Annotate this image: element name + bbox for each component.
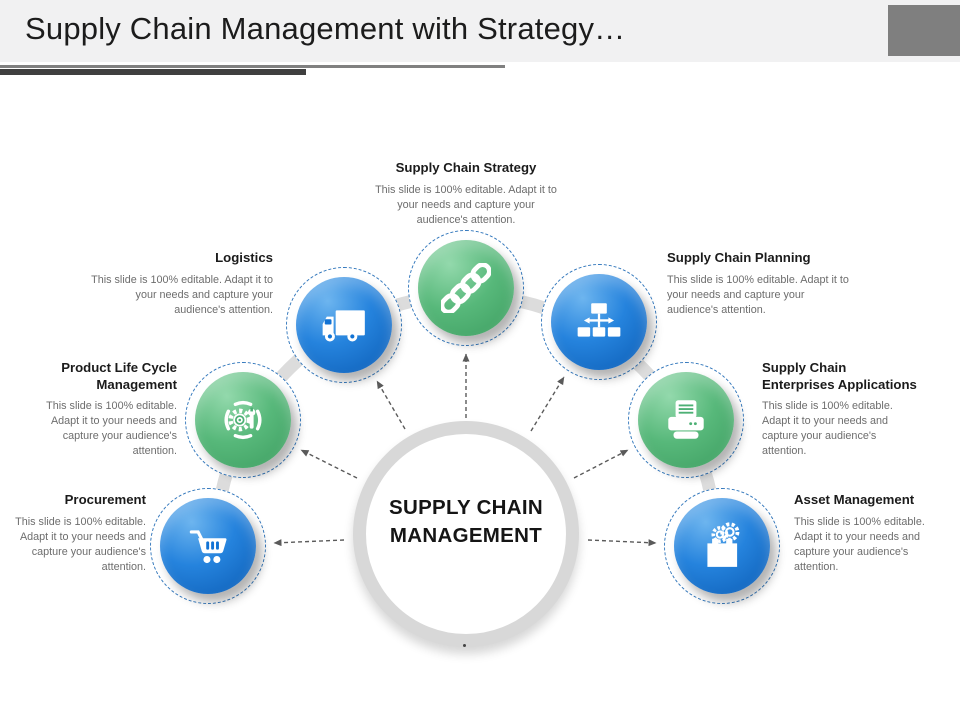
satellite-description: This slide is 100% editable. Adapt it to… xyxy=(375,183,557,226)
satellite-title: Product Life Cycle Management xyxy=(61,360,177,392)
asset-circle xyxy=(674,498,770,594)
satellite-title: Supply Chain Enterprises Applications xyxy=(762,360,917,392)
chain-icon xyxy=(441,263,491,313)
logistics-label-block: Logistics This slide is 100% editable. A… xyxy=(73,250,273,318)
header-band xyxy=(0,0,960,62)
arrow-to-plc xyxy=(300,449,358,479)
satellite-description: This slide is 100% editable. Adapt it to… xyxy=(794,515,925,573)
arrow-to-planning xyxy=(530,376,565,432)
plc-label-block: Product Life Cycle Management This slide… xyxy=(7,360,177,459)
logistics-circle xyxy=(296,277,392,373)
satellite-title: Procurement xyxy=(64,492,146,507)
gear-wrench-icon xyxy=(224,400,262,440)
accent-square xyxy=(888,5,960,56)
tiny-dot xyxy=(463,644,466,647)
arrow-to-procurement xyxy=(273,539,345,547)
plc-circle xyxy=(195,372,291,468)
planning-circle xyxy=(551,274,647,370)
arrow-to-asset xyxy=(587,539,657,547)
satellite-description: This slide is 100% editable. Adapt it to… xyxy=(762,400,893,458)
satellite-title: Supply Chain Strategy xyxy=(395,160,537,175)
satellite-description: This slide is 100% editable. Adapt it to… xyxy=(15,515,146,573)
hub-circle: SUPPLY CHAIN MANAGEMENT xyxy=(353,421,579,647)
satellite-title: Logistics xyxy=(215,250,273,265)
box-gears-icon xyxy=(707,522,740,567)
arrow-to-logistics xyxy=(376,380,406,430)
cart-icon xyxy=(189,530,227,564)
satellite-description: This slide is 100% editable. Adapt it to… xyxy=(667,273,849,316)
strategy-circle xyxy=(418,240,514,336)
strategy-label-block: Supply Chain Strategy This slide is 100%… xyxy=(356,160,576,228)
title-underline-dark xyxy=(0,69,306,75)
satellite-description: This slide is 100% editable. Adapt it to… xyxy=(91,273,273,316)
arrow-to-enterprise xyxy=(573,449,629,479)
asset-label-block: Asset Management This slide is 100% edit… xyxy=(794,492,944,575)
slide-title: Supply Chain Management with Strategy… xyxy=(25,11,626,46)
hub-label: SUPPLY CHAIN MANAGEMENT xyxy=(389,496,543,547)
truck-icon xyxy=(322,310,365,342)
enterprise-circle xyxy=(638,372,734,468)
procurement-circle xyxy=(160,498,256,594)
satellite-description: This slide is 100% editable. Adapt it to… xyxy=(46,400,177,458)
enterprise-label-block: Supply Chain Enterprises Applications Th… xyxy=(762,360,952,459)
title-underline-gray xyxy=(0,65,505,68)
planning-label-block: Supply Chain Planning This slide is 100%… xyxy=(667,250,877,318)
org-chart-icon xyxy=(577,303,621,337)
printer-icon xyxy=(668,400,704,439)
satellite-title: Asset Management xyxy=(794,492,915,507)
satellite-title: Supply Chain Planning xyxy=(667,250,811,265)
procurement-label-block: Procurement This slide is 100% editable.… xyxy=(1,492,146,575)
